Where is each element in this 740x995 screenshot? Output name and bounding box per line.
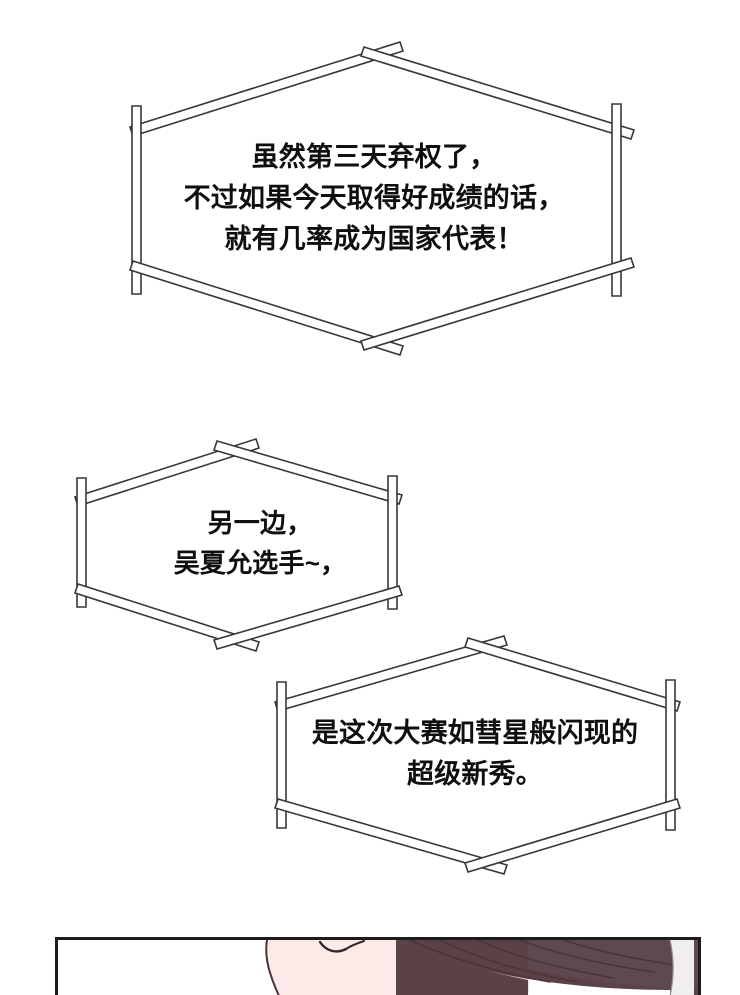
- bubble-1-body: [128, 56, 622, 344]
- bubble-2-stick-top-right: [212, 440, 404, 505]
- character-portrait-illustration: [58, 940, 698, 995]
- bubble-3-stick-bottom-right: [463, 798, 682, 873]
- bubble-2-stick-bottom-left: [73, 582, 261, 653]
- speech-bubble-1: 虽然第三天弃权了， 不过如果今天取得好成绩的话， 就有几率成为国家代表！: [110, 41, 638, 356]
- hair-strand-lines: [409, 940, 683, 983]
- bubble-3-stick-left: [276, 681, 287, 829]
- bubble-2-body: [74, 449, 400, 635]
- hair-highlight: [670, 940, 694, 995]
- bubble-1-stick-bottom-left: [128, 260, 405, 356]
- face-contour-line: [265, 940, 280, 995]
- bubble-2-stick-right: [387, 475, 398, 610]
- hair-mass-front: [396, 940, 528, 995]
- speech-bubble-1-frame: [128, 41, 636, 356]
- bubble-1-stick-left: [131, 105, 142, 295]
- bubble-1-stick-right: [611, 103, 622, 297]
- eyebrow-mark: [318, 940, 348, 953]
- bubble-2-stick-left: [76, 477, 87, 608]
- speech-bubble-3-frame: [273, 635, 682, 875]
- bubble-3-stick-right: [665, 679, 676, 831]
- eyelash-mark: [345, 940, 365, 950]
- bubble-1-stick-top-right: [359, 46, 636, 140]
- hair-edge-line: [669, 940, 674, 995]
- bubble-2-stick-bottom-right: [212, 585, 404, 650]
- speech-bubble-2: 另一边， 吴夏允选手~，: [60, 437, 412, 653]
- speech-bubble-3: 是这次大赛如彗星般闪现的 超级新秀。: [258, 635, 692, 875]
- bubble-3-body: [274, 646, 678, 862]
- comic-panel-bottom: [55, 937, 701, 995]
- hair-mass-back: [528, 940, 698, 988]
- bubble-3-stick-top-right: [463, 637, 682, 712]
- speech-bubble-2-frame: [73, 437, 404, 653]
- bubble-1-stick-bottom-right: [359, 257, 636, 351]
- bubble-3-stick-bottom-left: [273, 798, 509, 875]
